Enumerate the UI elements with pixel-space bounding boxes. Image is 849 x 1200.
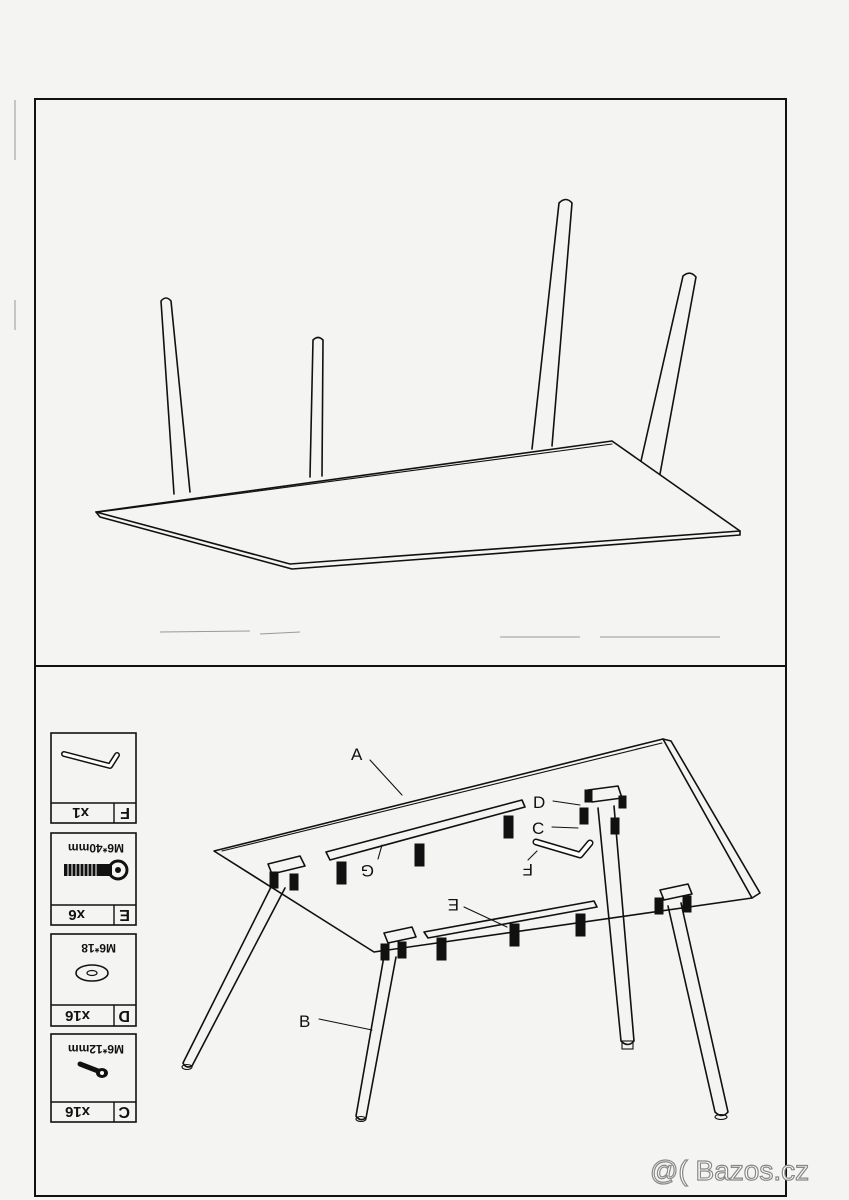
parts-qty-e: x6 [68,906,85,923]
rail-g [325,799,526,861]
leg-assembled-2 [309,336,324,478]
top-panel-assembled-table [95,198,741,570]
parts-letter-c: C [118,1103,130,1120]
parts-letter-f: F [120,804,130,821]
label-b: B [299,1012,310,1031]
hex-key-f [532,838,594,859]
tabletop-assembled [95,440,741,570]
parts-cell-e: M6*40mm E x6 [64,841,130,923]
leg-b-2 [355,955,397,1123]
leg-assembled-1 [160,297,191,495]
parts-list: F x1 M6*40mm E x6 [50,732,137,1123]
washer-icon [75,964,109,982]
leg-b-3 [597,805,635,1050]
label-d: D [533,793,545,812]
parts-qty-f: x1 [72,804,89,821]
leg-b-1 [181,884,286,1071]
parts-qty-d: x16 [65,1007,90,1024]
label-c: C [532,819,544,838]
parts-qty-c: x16 [65,1103,90,1120]
short-bolt-icon [77,1061,108,1078]
bottom-panel-exploded-view: A B G E D C F [50,732,761,1123]
leg-assembled-4 [640,272,697,475]
rail-e [423,900,598,939]
parts-cell-d: M6*18 D x16 [65,941,130,1024]
parts-cell-f: F x1 [61,751,130,821]
scan-noise [14,100,720,638]
label-g: G [361,861,374,880]
watermark: @( Bazos.cz [650,1155,809,1186]
screws-e [336,815,586,961]
label-e: E [448,895,459,914]
leg-assembled-3 [531,198,573,450]
parts-size-d: M6*18 [81,941,116,955]
label-leaders [318,759,581,1031]
long-bolt-icon [64,859,129,881]
parts-letter-d: D [118,1007,130,1024]
parts-size-e: M6*40mm [68,841,124,855]
screws-c-d [269,789,692,961]
leg-b-4 [667,902,729,1121]
parts-size-c: M6*12mm [68,1042,124,1056]
tabletop-a [213,738,761,953]
outer-frame [34,98,787,1197]
parts-cell-c: M6*12mm C x16 [65,1042,130,1120]
label-f: F [523,860,533,879]
parts-letter-e: E [119,906,130,923]
brackets [267,785,693,944]
hex-key-icon [61,751,120,769]
label-a: A [351,745,363,764]
